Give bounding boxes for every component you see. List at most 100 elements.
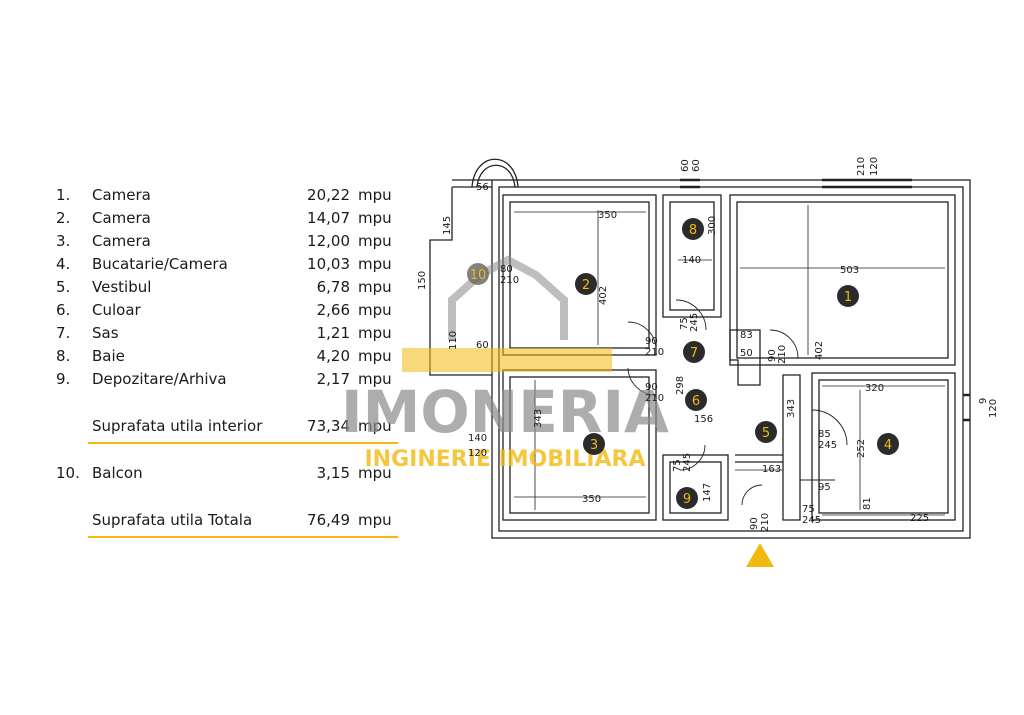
entrance-arrow-icon [746, 543, 774, 567]
room-marker-4 [877, 433, 899, 455]
room-number: 7. [56, 324, 71, 342]
dimension-label: 147 [702, 483, 713, 502]
room-number: 5. [56, 278, 71, 296]
room-3-wall-inner [509, 376, 650, 514]
room-area: 3,15 [316, 464, 350, 482]
dimension-label: 60 [680, 159, 691, 172]
room-number: 8. [56, 347, 71, 365]
watermark-tagline: INGINERIE IMOBILIARA [364, 447, 645, 472]
dimension-label: 150 [417, 271, 428, 290]
area-unit: mpu [358, 417, 392, 435]
room-marker-label: 4 [884, 438, 892, 453]
area-unit: mpu [358, 324, 392, 342]
room-area: 20,22 [307, 186, 350, 204]
dimension-label: 9 [978, 398, 989, 404]
dimension-label: 83 [740, 330, 753, 341]
dimension-label: 75 [679, 317, 690, 330]
door-swing [679, 444, 706, 471]
room-marker-label: 10 [470, 268, 487, 283]
room-marker-label: 3 [590, 438, 598, 453]
room-marker-9 [676, 487, 698, 509]
area-unit: mpu [358, 301, 392, 319]
area-unit: mpu [358, 464, 392, 482]
room-name: Camera [92, 232, 151, 250]
dimension-label: 75 [802, 504, 815, 515]
dimension-label: 95 [818, 482, 831, 493]
dimension-label: 225 [910, 513, 929, 524]
dimension-label: 252 [856, 439, 867, 458]
dimension-label: 56 [476, 182, 489, 193]
room-number: 9. [56, 370, 71, 388]
interior-total-area: 73,34 [307, 417, 350, 435]
area-unit: mpu [358, 278, 392, 296]
dimension-label: 120 [988, 399, 999, 418]
dimension-label: 350 [598, 210, 617, 221]
ruler-icon [402, 348, 612, 372]
dimension-label: 300 [707, 216, 718, 235]
room-1-wall [729, 194, 956, 366]
dimension-line [514, 205, 945, 516]
dimension-label: 110 [448, 331, 459, 350]
dimension-label: 350 [582, 494, 601, 505]
room-name: Vestibul [92, 278, 152, 296]
room-number: 6. [56, 301, 71, 319]
dimension-label: 210 [777, 345, 788, 364]
dimension-label: 503 [840, 265, 859, 276]
dimension-label: 140 [682, 255, 701, 266]
balcony-bay [471, 158, 519, 188]
dimension-label: 80 [500, 264, 513, 275]
room-name: Culoar [92, 301, 141, 319]
room-marker-label: 1 [844, 290, 852, 305]
dimension-label: 145 [442, 216, 453, 235]
dimension-label: 120 [468, 448, 487, 459]
room-marker-label: 7 [690, 346, 698, 361]
room-number: 3. [56, 232, 71, 250]
dimension-label: 210 [645, 393, 664, 404]
room-8-wall [662, 194, 722, 318]
door-swing [741, 484, 763, 506]
room-name: Camera [92, 209, 151, 227]
room-marker-1 [837, 285, 859, 307]
room-name: Camera [92, 186, 151, 204]
door-swing [811, 409, 848, 446]
watermark-brand: IMONERIA [341, 378, 669, 446]
door-swing [769, 329, 799, 359]
room-marker-label: 6 [692, 394, 700, 409]
dimension-label: 210 [500, 275, 519, 286]
room-marker-2 [575, 273, 597, 295]
dimension-label: 156 [694, 414, 713, 425]
room-marker-label: 8 [689, 223, 697, 238]
room-name: Bucatarie/Camera [92, 255, 228, 273]
room-name: Baie [92, 347, 125, 365]
room-4-wall-inner [818, 379, 949, 514]
corridor-wall [735, 454, 783, 463]
area-unit: mpu [358, 186, 392, 204]
room-area: 10,03 [307, 255, 350, 273]
room-marker-label: 2 [582, 278, 590, 293]
vestibul-wall [782, 374, 801, 521]
room-area: 6,78 [316, 278, 350, 296]
grand-total-label: Suprafata utila Totala [92, 511, 253, 529]
dimension-label: 210 [645, 347, 664, 358]
door-swing [627, 367, 657, 396]
dimension-label: 90 [767, 349, 778, 362]
area-unit: mpu [358, 209, 392, 227]
room-markers: 1 2 3 4 5 6 7 8 9 10 [467, 218, 899, 509]
door-swing [627, 321, 657, 351]
area-unit: mpu [358, 347, 392, 365]
room-number: 2. [56, 209, 71, 227]
dimension-label: 245 [818, 440, 837, 451]
room-marker-5 [755, 421, 777, 443]
dimension-label: 343 [533, 409, 544, 428]
room-2-wall [502, 194, 657, 356]
window [822, 178, 912, 189]
separator-line [88, 442, 398, 444]
room-4-wall [811, 372, 956, 521]
area-unit: mpu [358, 255, 392, 273]
room-area: 12,00 [307, 232, 350, 250]
imoneria-watermark [402, 255, 612, 372]
room-marker-8 [682, 218, 704, 240]
dimension-label: 402 [814, 341, 825, 360]
dimension-label: 120 [869, 157, 880, 176]
dimension-label: 210 [856, 157, 867, 176]
